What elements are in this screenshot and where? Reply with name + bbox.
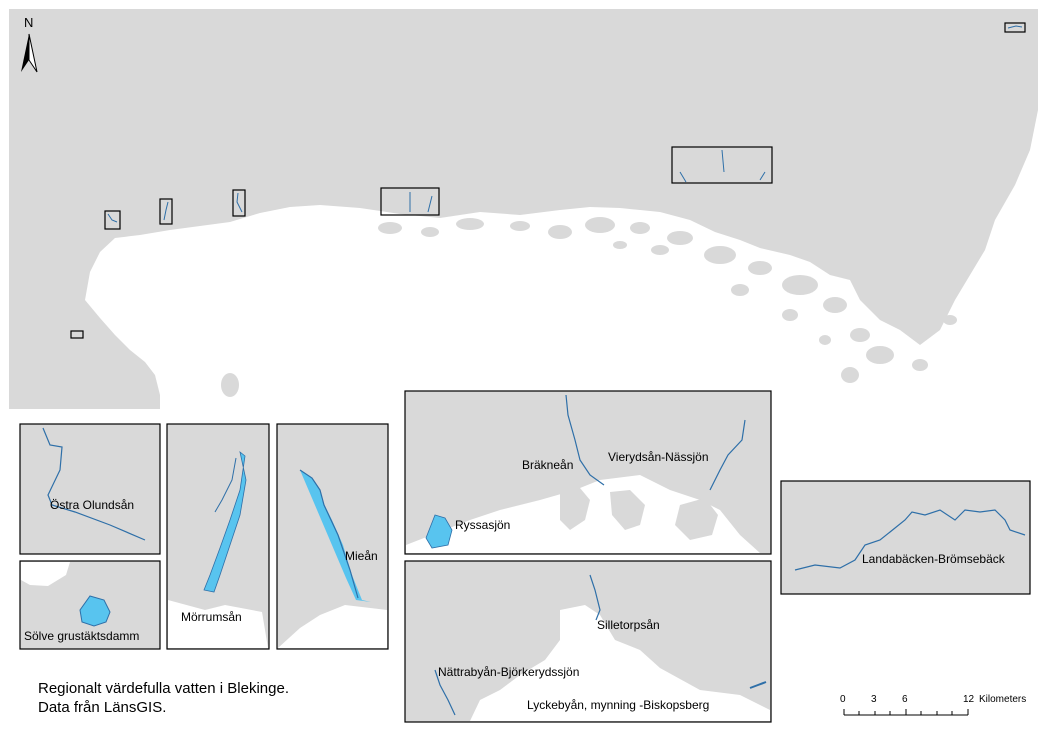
- inset-silletorpsan: Silletorpsån Nättrabyån-Björkerydssjön L…: [404, 560, 772, 723]
- inset-mlean: Mieån: [276, 423, 389, 650]
- scale-tick-6: 6: [902, 694, 908, 705]
- inset-label-vierydsan: Vierydsån-Nässjön: [608, 450, 709, 464]
- north-arrow: N: [21, 15, 38, 73]
- inset-brakne-vierydsan: Bräkneån Vierydsån-Nässjön Ryssasjön: [404, 390, 772, 555]
- inset-ostra-olundsan: Östra Olundsån: [19, 423, 161, 555]
- inset-label-lyckebyan: Lyckebyån, mynning -Biskopsberg: [527, 698, 709, 712]
- scale-unit: Kilometers: [979, 694, 1026, 705]
- main-map-river-traces: [107, 25, 1023, 223]
- inset-label-silletorpsan: Silletorpsån: [597, 618, 660, 632]
- scale-tick-12: 12: [963, 694, 975, 705]
- scale-tick-3: 3: [871, 694, 877, 705]
- inset-label-braknean: Bräkneån: [522, 458, 573, 472]
- caption-line-1: Regionalt värdefulla vatten i Blekinge.: [38, 680, 289, 697]
- inset-label-ostra-olundsan: Östra Olundsån: [50, 498, 134, 512]
- north-label: N: [24, 15, 33, 30]
- inset-label-landabacken: Landabäcken-Brömsebäck: [862, 552, 1006, 566]
- main-map-inset-markers: [70, 22, 1026, 339]
- map-caption: Regionalt värdefulla vatten i Blekinge. …: [38, 679, 289, 717]
- inset-morrumsan: Mörrumsån: [166, 423, 270, 650]
- inset-label-morrumsan: Mörrumsån: [181, 610, 242, 624]
- islands: [221, 217, 957, 397]
- inset-label-mlean: Mieån: [345, 549, 378, 563]
- scale-bar: 0 3 6 12 Kilometers: [840, 694, 1026, 716]
- inset-label-nattrabyan: Nättrabyån-Björkerydssjön: [438, 665, 579, 679]
- caption-line-2: Data från LänsGIS.: [38, 699, 167, 716]
- inset-landabacken: Landabäcken-Brömsebäck: [780, 480, 1031, 595]
- scale-tick-0: 0: [840, 694, 846, 705]
- inset-label-solve: Sölve grustäktsdamm: [24, 629, 139, 643]
- inset-solve-grustaktsdamm: Sölve grustäktsdamm: [19, 560, 161, 650]
- mainland-blekinge: [9, 9, 1038, 409]
- inset-label-ryssasjon: Ryssasjön: [455, 518, 510, 532]
